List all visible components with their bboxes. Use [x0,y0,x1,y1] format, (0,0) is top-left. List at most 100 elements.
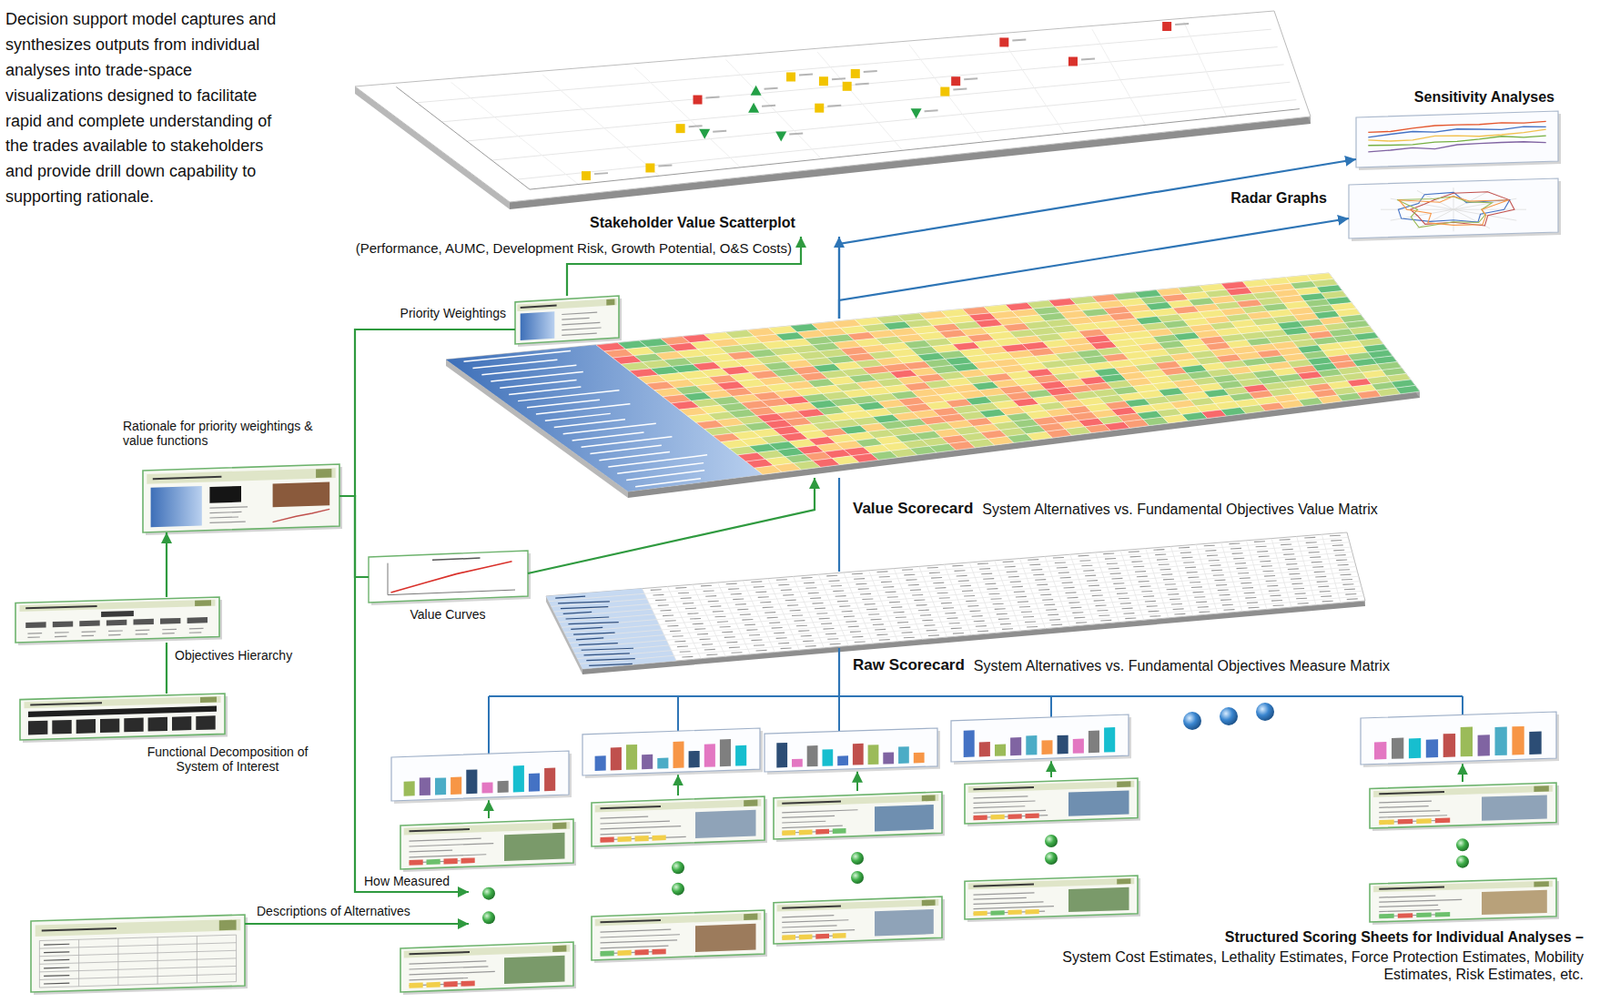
value-mark [1224,608,1236,611]
data-marker [693,95,703,105]
value-mark [850,630,861,633]
value-mark [1342,583,1354,586]
text-mark [43,951,70,953]
weightings-thumbnail [515,295,622,347]
text-mark [189,627,204,630]
value-mark [1317,586,1329,588]
sheet-frame [142,464,340,533]
bar [963,729,975,758]
data-marker [911,108,922,119]
value-scorecard: Value ScorecardSystem Alternatives vs. F… [445,318,1420,478]
edge-label: How Measured [362,873,452,890]
text-mark [781,930,855,933]
row-label-mark [576,637,604,640]
bar [868,744,880,765]
data-marker [1162,21,1172,31]
bus-drop [838,696,841,733]
value-mark [699,638,711,641]
value-mark [814,607,826,610]
text-mark [600,816,649,819]
bar [435,777,446,795]
value-mark [652,594,664,597]
value-mark [942,607,954,609]
value-mark [1036,584,1048,587]
value-mark [1344,588,1356,591]
text-mark [1378,815,1448,818]
value-mark [1261,565,1273,568]
marker-label-mark [789,132,803,134]
value-mark [1136,576,1148,578]
grid-line [516,100,1297,181]
value-mark [897,621,909,624]
value-mark [913,598,925,601]
text-mark [409,978,469,981]
value-mark [946,617,958,619]
function-box [28,720,48,736]
function-box [100,718,120,733]
sheet-header [35,919,242,937]
value-mark [848,626,860,628]
value-mark [705,595,717,598]
chart-frame [1360,711,1557,765]
radar-spoke [1453,187,1455,210]
connector [339,496,469,892]
value-mark [1072,611,1084,614]
sheet-emblem [219,920,237,932]
value-mark [776,578,788,581]
text-mark [600,940,679,943]
grid-line [843,572,874,644]
sheet-frame [773,896,942,944]
value-mark [1131,560,1143,563]
value-mark [679,650,691,653]
value-mark [1012,586,1023,588]
grid-line [909,44,984,142]
value-mark [1271,599,1283,602]
bar [1073,739,1084,754]
value-mark [1098,614,1110,617]
sheet-title-mark [520,305,557,308]
axis-line [395,86,530,190]
scoring-sheet [591,796,768,850]
text-mark [162,628,177,631]
sheet-image [874,909,934,937]
grid-line [441,47,1277,122]
value-mark [866,608,878,611]
value-mark [937,592,949,595]
value-mark [1047,614,1059,617]
value-curve [391,561,513,593]
value-mark [785,599,797,602]
connector [339,329,516,497]
value-mark [1336,558,1347,561]
value-mark [979,567,991,570]
scoring-sheet [1369,878,1560,925]
raw-matrix-slab [546,532,1366,675]
sheet-image [695,923,757,952]
value-mark [1312,566,1324,568]
sheet-title-mark [1378,791,1445,794]
grid-line [768,578,800,651]
value-cell [1396,385,1420,395]
value-mark [1167,593,1179,596]
grid-line [569,576,1359,643]
continuation-dot [1044,851,1058,865]
sheet-frame [1369,782,1557,829]
sheet-header [20,599,216,612]
continuation-dot [1456,838,1469,851]
value-mark [780,647,792,649]
value-mark [1282,548,1294,551]
score-cell [1397,912,1413,919]
score-cell [652,834,667,841]
value-mark [1218,594,1230,597]
bar [482,781,494,793]
data-line [1367,129,1546,142]
row-label-mark [555,596,586,598]
bar [1408,738,1421,759]
text-mark [27,636,40,638]
radar-series [1398,196,1509,226]
grid-line [818,574,849,646]
value-mark [1103,552,1114,555]
grid-line [567,571,1358,638]
value-mark [692,623,704,626]
value-mark [750,580,762,583]
